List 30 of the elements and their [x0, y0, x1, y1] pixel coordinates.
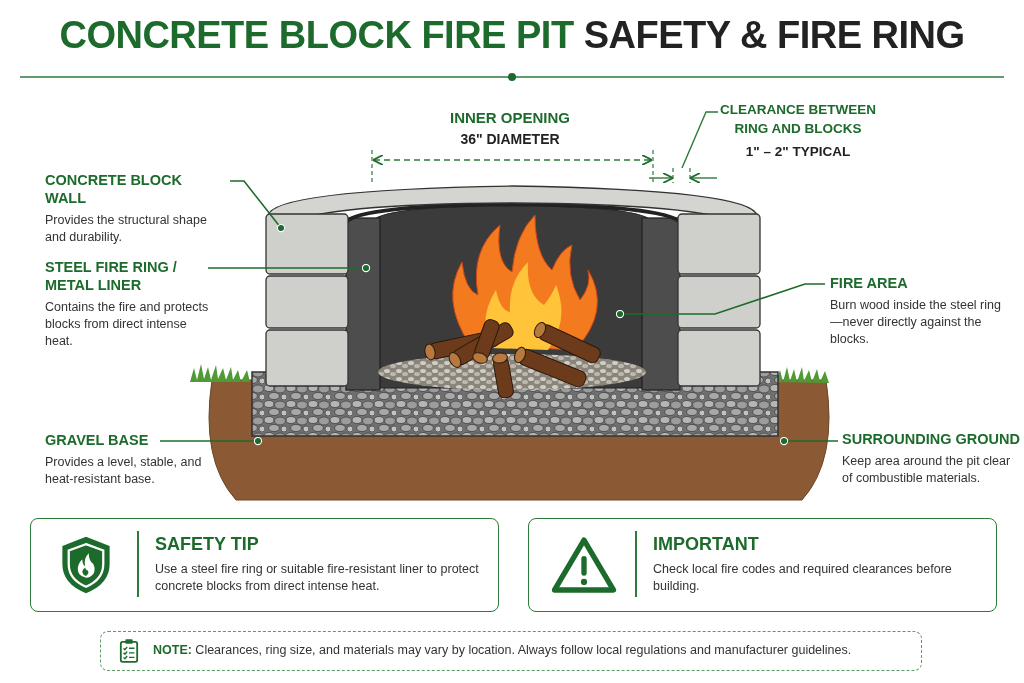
leader-line: [615, 283, 826, 319]
campfire: [378, 214, 646, 400]
concrete-block-wall: [265, 185, 761, 387]
dimension-value: 1" – 2" TYPICAL: [744, 143, 852, 161]
callout-heading: CONCRETE BLOCK WALL: [45, 171, 183, 207]
callout-description: Keep area around the pit clear of combustible materials.: [842, 453, 1012, 487]
card-heading: IMPORTANT: [653, 533, 760, 555]
info-card: [528, 518, 997, 612]
leader-line: [229, 180, 286, 233]
callout-heading: FIRE AREA: [830, 274, 909, 292]
dimension-value: 36" DIAMETER: [459, 130, 561, 149]
note-text: NOTE: Clearances, ring size, and materials may vary by location. Always follow local regulations and manufacturer guidelines.: [153, 643, 852, 657]
callout-heading: GRAVEL BASE: [45, 431, 150, 449]
card-text: Use a steel fire ring or suitable fire-resistant liner to protect concrete blocks from direct intense heat.: [155, 561, 480, 595]
leader-line: [159, 436, 263, 446]
card-text: Check local fire codes and required clearances before building.: [653, 561, 953, 595]
info-card: [30, 518, 499, 612]
callout-heading: SURROUNDING GROUND: [842, 430, 1022, 448]
callout-heading: STEEL FIRE RING / METAL LINER: [45, 258, 178, 294]
note-card: [100, 631, 922, 671]
dimension-label: CLEARANCE BETWEEN RING AND BLOCKS: [719, 101, 877, 138]
leader-line: [779, 436, 839, 446]
dimension-label: INNER OPENING: [449, 108, 571, 127]
callout-description: Burn wood inside the steel ring—never directly against the blocks.: [830, 297, 1002, 348]
callout-description: Contains the fire and protects blocks from direct intense heat.: [45, 299, 210, 350]
callout-description: Provides a level, stable, and heat-resistant base.: [45, 454, 203, 488]
card-heading: SAFETY TIP: [155, 533, 260, 555]
callout-description: Provides the structural shape and durability.: [45, 212, 208, 246]
title-text: CONCRETE BLOCK FIRE PIT SAFETY & FIRE RING: [59, 14, 965, 57]
leader-line: [207, 263, 371, 273]
